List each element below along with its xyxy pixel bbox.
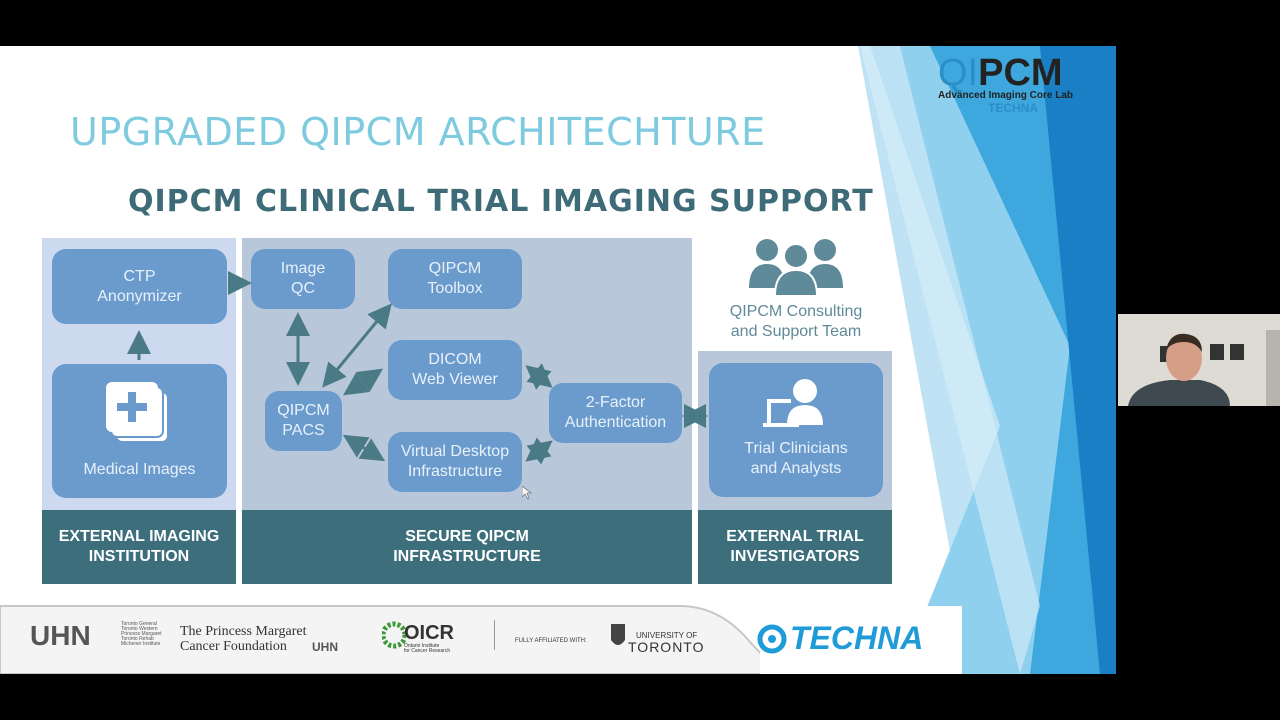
image-qc-box: Image QC [251,249,355,309]
trial-clinicians-label: Trial Clinicians and Analysts [744,440,848,477]
secure-infrastructure-footer: SECURE QIPCM INFRASTRUCTURE [242,510,692,584]
slide-title: UPGRADED QIPCM ARCHITECHTURE [70,110,766,154]
arrow-pacs-vdi [342,434,386,462]
clinician-computer-icon [763,379,823,427]
trial-clinicians-box: Trial Clinicians and Analysts [709,363,883,497]
uoft-line2: TORONTO [628,639,705,655]
uhn-sites: Toronto General Toronto Western Princess… [121,621,162,647]
logo-tagline: Advanced Imaging Core Lab [938,90,1074,101]
logo-prefix: QI [938,52,979,94]
uoft-crest-icon [611,624,625,645]
uoft-line1: UNIVERSITY OF [636,631,698,640]
dicom-web-viewer-box: DICOM Web Viewer [388,340,522,400]
qipcm-logo: QIPCM Advanced Imaging Core Lab TECHNA [938,54,1088,115]
presenter-video-icon [1118,314,1280,406]
qipcm-pacs-box: QIPCM PACS [265,391,342,451]
logo-band-shape [0,605,962,674]
techna-logo: TECHNA [790,620,924,656]
medical-images-box: Medical Images [52,364,227,498]
virtual-desktop-box: Virtual Desktop Infrastructure [388,432,522,492]
presentation-slide: QIPCM Advanced Imaging Core Lab TECHNA U… [0,46,1116,674]
ctp-anonymizer-box: CTP Anonymizer [52,249,227,324]
arrow-pacs-toolbox [322,303,392,388]
qipcm-toolbox-box: QIPCM Toolbox [388,249,522,309]
team-icon [749,239,843,296]
arrow-dicom-2fa [525,363,553,390]
slide-background-decoration [760,46,1116,674]
logo-main: PCM [978,52,1063,94]
logo-sub: TECHNA [988,101,1038,115]
techna-icon [757,624,787,654]
presenter-webcam [1118,314,1280,406]
slide-subtitle: QIPCM CLINICAL TRIAL IMAGING SUPPORT [128,184,874,219]
medical-images-label: Medical Images [83,461,196,478]
investigators-footer: EXTERNAL TRIAL INVESTIGATORS [698,510,892,584]
medical-images-icon [106,382,169,443]
pm-foundation-line1: The Princess Margaret [180,624,307,639]
team-label: QIPCM Consulting and Support Team [729,303,863,340]
diagram-arrows [127,271,708,465]
oicr-logo: OICR [404,622,454,644]
arrow-pacs-dicom [343,368,383,396]
uhn-logo: UHN [30,620,91,651]
affiliated-text: FULLY AFFILIATED WITH: [515,638,587,644]
oicr-sub: Ontario Institute for Cancer Research [404,643,451,654]
two-factor-auth-box: 2-Factor Authentication [549,383,682,443]
mouse-cursor-icon [522,486,532,500]
oicr-icon [382,621,406,649]
pm-foundation-line2: Cancer Foundation [180,639,287,654]
logo-divider [494,620,495,650]
external-institution-footer: EXTERNAL IMAGING INSTITUTION [42,510,236,584]
pm-uhn: UHN [312,640,338,654]
arrow-vdi-2fa [525,437,553,465]
